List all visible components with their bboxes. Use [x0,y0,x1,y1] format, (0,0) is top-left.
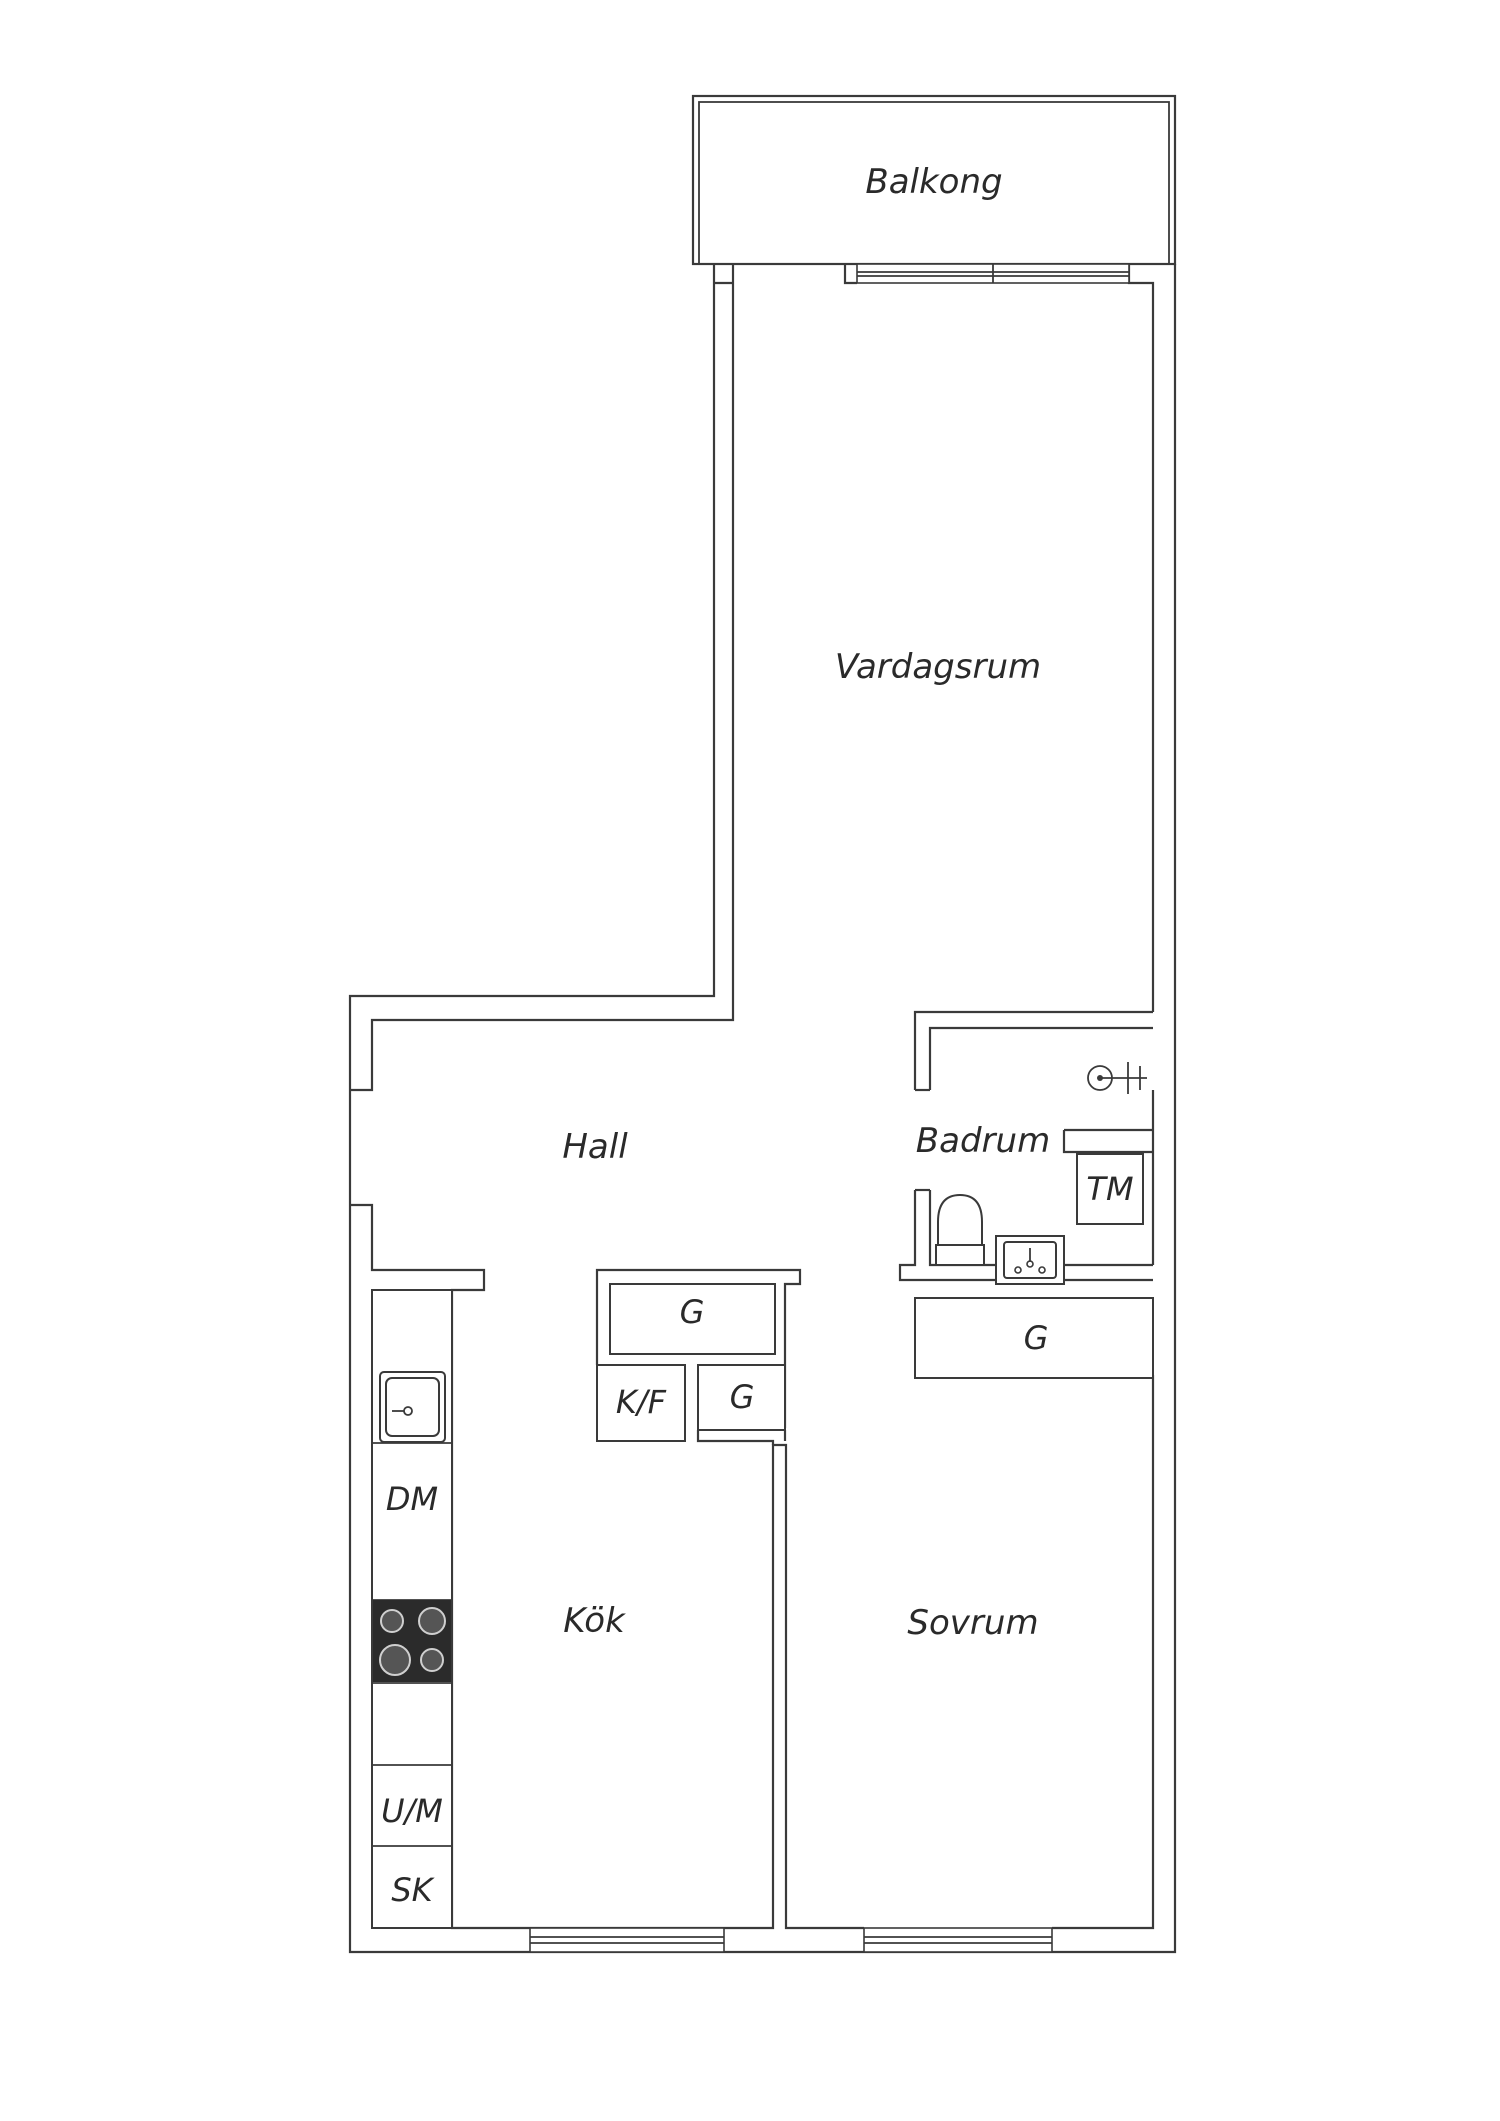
bathroom-walls [898,1010,1153,1282]
window-livingroom [856,263,1130,284]
room-label-kok: Kök [563,1601,626,1641]
fixture-label-kf: K/F [616,1383,667,1421]
room-label-sovrum: Sovrum [907,1603,1038,1643]
outer-walls [348,264,1177,1954]
toilet-icon [935,1193,985,1266]
window-kitchen [529,1927,725,1953]
room-label-hall: Hall [562,1127,628,1167]
bedroom-wardrobe [914,1297,1154,1379]
fixture-label-g-hall: G [680,1293,705,1331]
fixture-label-dm: DM [386,1480,438,1518]
bathroom-sink-icon [995,1235,1065,1285]
shower-icon [1087,1062,1147,1094]
fixture-label-sk: SK [391,1871,435,1909]
fixture-label-um: U/M [381,1792,443,1830]
fixture-label-tm: TM [1086,1170,1133,1208]
fixture-label-g-kf: G [730,1378,755,1416]
kitchen-sink-icon [379,1371,446,1443]
room-label-vardagsrum: Vardagsrum [835,647,1041,687]
stove-icon [373,1600,451,1682]
room-label-balkong: Balkong [865,162,1002,202]
window-bedroom [863,1927,1053,1953]
fixture-label-g-sovrum: G [1024,1319,1049,1357]
closet-walls [595,1268,802,1445]
room-label-badrum: Badrum [916,1121,1050,1161]
